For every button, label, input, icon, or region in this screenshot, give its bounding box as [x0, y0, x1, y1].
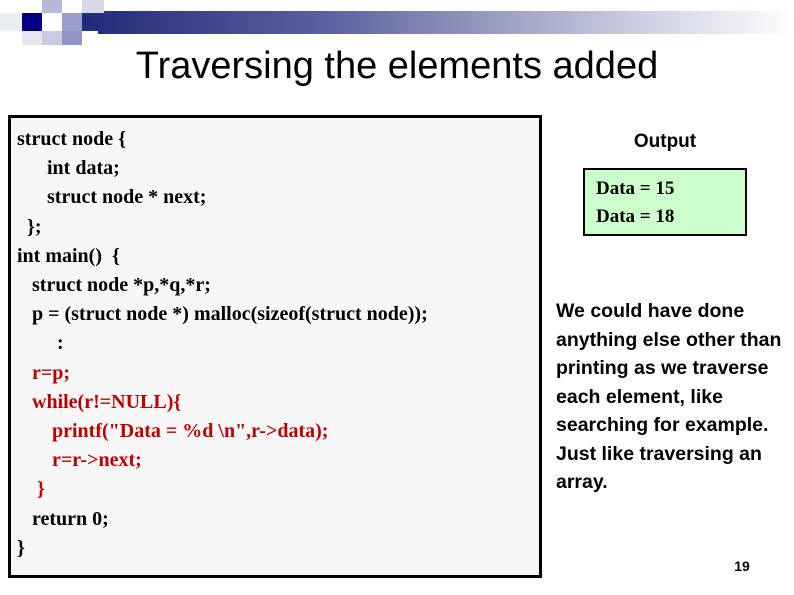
deco-square: [42, 0, 62, 13]
output-line: Data = 15: [596, 178, 675, 199]
deco-square: [82, 31, 98, 39]
deco-square: [104, 0, 128, 11]
code-line: while(r!=NULL){: [17, 390, 182, 413]
code-line: }: [17, 536, 25, 559]
code-line: struct node *p,*q,*r;: [17, 274, 211, 297]
code-panel: struct node { int data; struct node * ne…: [8, 115, 542, 578]
code-line: r=p;: [17, 361, 71, 384]
code-line: }: [17, 478, 45, 501]
deco-square: [82, 0, 104, 13]
code-line: struct node {: [17, 128, 126, 150]
deco-square: [62, 0, 82, 13]
code-line: int data;: [17, 157, 120, 180]
code-line: return 0;: [17, 507, 109, 530]
output-panel: Data = 15 Data = 18: [583, 168, 747, 236]
header-gradient-bar: [42, 11, 794, 34]
code-line: p = (struct node *) malloc(sizeof(struct…: [17, 303, 428, 326]
deco-square: [22, 31, 42, 45]
deco-square: [42, 13, 62, 31]
deco-square: [42, 31, 62, 45]
output-heading: Output: [633, 131, 697, 152]
code-line: :: [17, 332, 64, 355]
note-paragraph: We could have done anything else other t…: [556, 300, 782, 493]
header-decoration: [0, 0, 794, 46]
deco-square-dark: [22, 13, 42, 31]
code-line: };: [17, 215, 42, 238]
deco-square: [62, 31, 82, 45]
deco-square: [0, 13, 22, 31]
code-line: struct node * next;: [17, 186, 207, 209]
deco-square: [0, 0, 22, 13]
code-line: r=r->next;: [17, 449, 142, 472]
deco-square: [0, 31, 22, 45]
output-line: Data = 18: [596, 206, 675, 227]
page-title: Traversing the elements added: [135, 45, 659, 87]
code-line: printf("Data = %d \n",r->data);: [17, 420, 329, 443]
code-line: int main() {: [17, 244, 120, 267]
deco-square: [62, 13, 82, 31]
page-number: 19: [734, 558, 750, 574]
